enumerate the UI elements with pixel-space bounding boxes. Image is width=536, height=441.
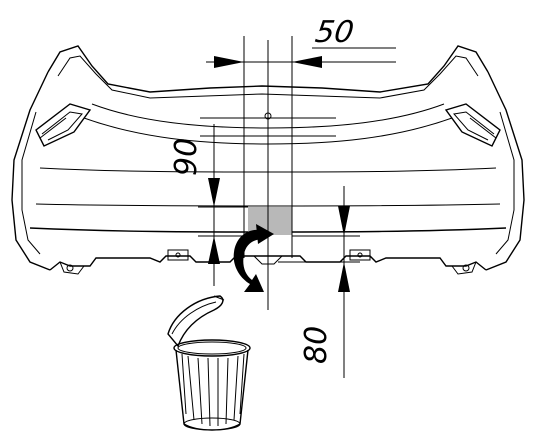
dimension-90: 90	[169, 124, 248, 286]
dimension-90-label: 90	[169, 138, 204, 176]
trash-can-icon	[167, 295, 251, 431]
dimension-50: 50	[206, 15, 396, 68]
construction-lines	[200, 36, 336, 310]
dimension-80-label: 80	[299, 326, 334, 364]
dimension-50-label: 50	[313, 15, 356, 50]
curved-arrow-icon	[233, 224, 274, 292]
dimension-80: 80	[278, 186, 360, 378]
